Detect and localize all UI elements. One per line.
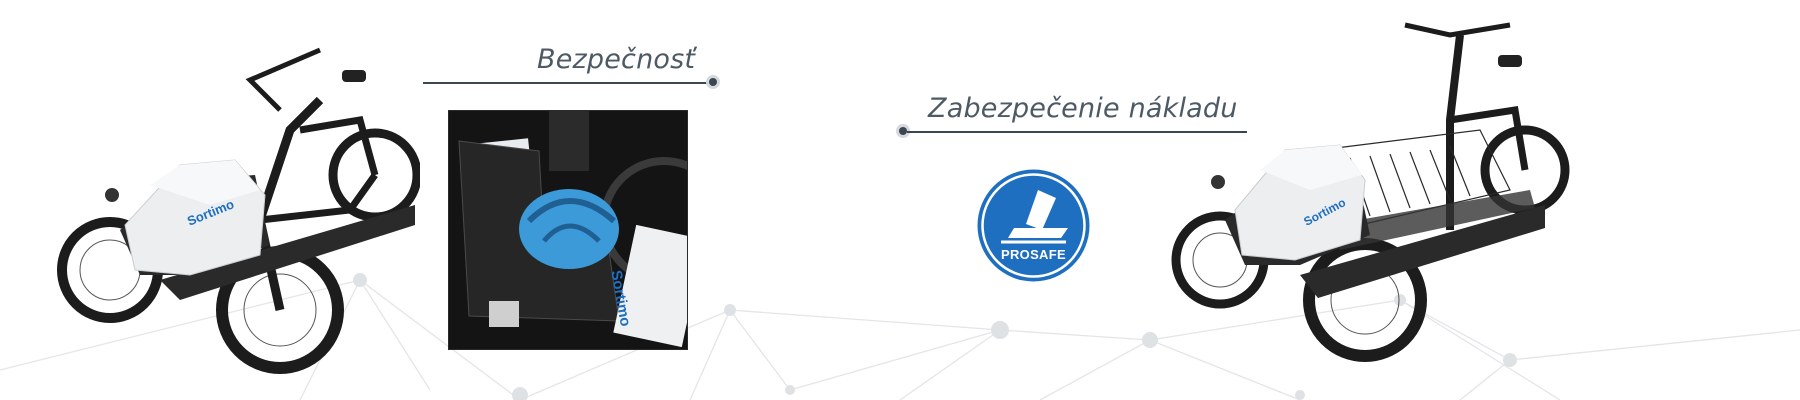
callout-line-safety [423, 82, 709, 84]
prosafe-badge-icon: PROSAFE [976, 168, 1091, 283]
callout-title-safety: Bezpečnosť [537, 44, 696, 75]
callout-line-cargo-security [907, 131, 1247, 133]
callout-dot-cargo-security [899, 127, 907, 135]
callout-title-cargo-security: Zabezpečenie nákladu [928, 93, 1238, 124]
cargo-bike-open-basket-image [1171, 22, 1570, 362]
safety-detail-photo: Sortimo [448, 110, 688, 350]
cargo-bike-closed-box-image [57, 47, 420, 374]
callout-dot-safety [709, 78, 717, 86]
prosafe-badge-text: PROSAFE [1001, 247, 1066, 262]
